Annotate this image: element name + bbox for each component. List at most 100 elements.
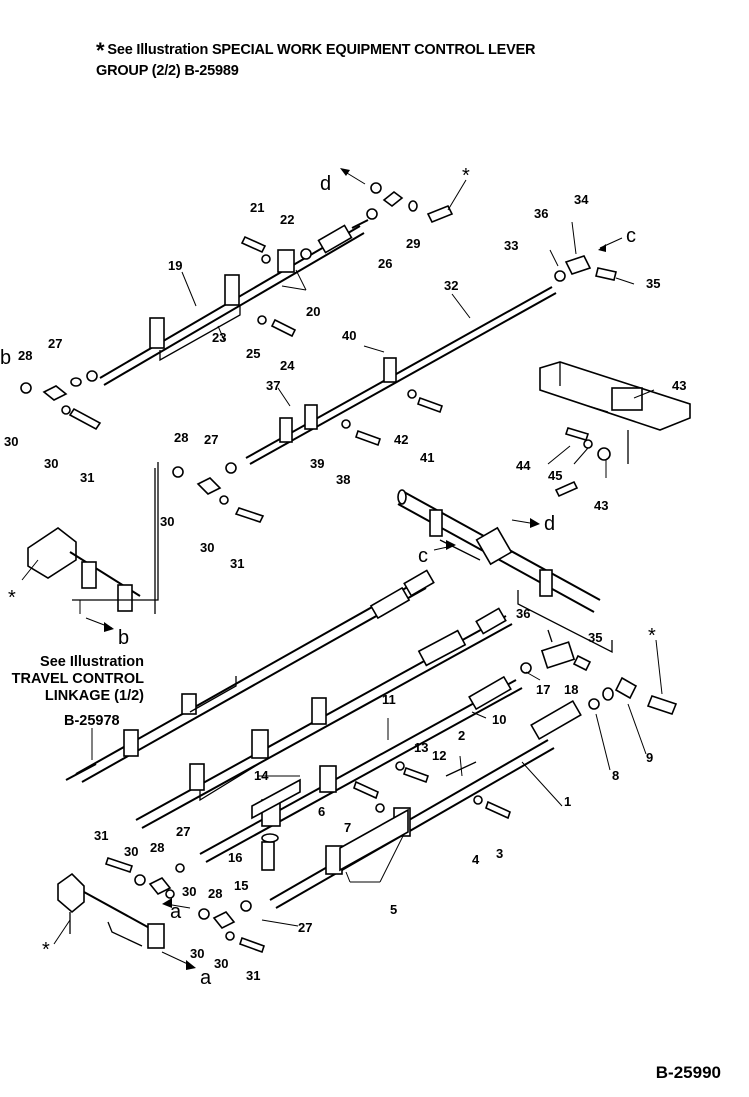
callout-19: 19	[168, 258, 182, 273]
callout-31-mid: 31	[230, 556, 244, 571]
ref-letter-c-top: c	[626, 225, 636, 247]
clamp-bracket	[149, 317, 165, 349]
long-rod-lower	[199, 662, 532, 863]
ref-letter-b-lower: b	[118, 627, 129, 649]
clamp-bracket	[224, 274, 240, 306]
callout-35: 35	[646, 276, 660, 291]
lower-fasteners	[261, 761, 511, 871]
ref-letter-d-top: d	[320, 173, 331, 195]
asterisk-top: *	[462, 165, 470, 187]
asterisk-right: *	[648, 625, 656, 647]
callout-7: 7	[344, 820, 351, 835]
callout-30: 30	[4, 434, 18, 449]
callout-30-mid2: 30	[200, 540, 214, 555]
callout-31-bottom: 31	[94, 828, 108, 843]
upper-clevis-parts	[340, 168, 467, 224]
callout-20: 20	[306, 304, 320, 319]
callout-9: 9	[646, 750, 653, 765]
callout-25: 25	[246, 346, 260, 361]
bottom-lever-bracket	[53, 872, 196, 970]
callout-36: 36	[534, 206, 548, 221]
reference-letters: d c b b d c a a	[0, 173, 636, 989]
long-rod-middle	[135, 607, 513, 829]
travel-rod-end	[65, 728, 97, 781]
asterisk-mark: *	[96, 38, 105, 63]
asterisk-left: *	[8, 587, 16, 609]
callout-18: 18	[564, 682, 578, 697]
header-line-1: See Illustration SPECIAL WORK EQUIPMENT …	[107, 42, 536, 58]
callout-27-bottom: 27	[176, 824, 190, 839]
callout-32: 32	[444, 278, 458, 293]
callout-30-left: 30	[44, 456, 58, 471]
callout-21: 21	[250, 200, 264, 215]
ref-letter-a-lower: a	[200, 967, 212, 989]
callout-43-lower: 43	[594, 498, 608, 513]
callout-26: 26	[378, 256, 392, 271]
callout-27-bottom2: 27	[298, 920, 312, 935]
callout-1: 1	[564, 794, 571, 809]
callout-27: 27	[48, 336, 62, 351]
callout-41: 41	[420, 450, 434, 465]
callout-24: 24	[280, 358, 295, 373]
callout-34: 34	[574, 192, 589, 207]
left-lever-bracket	[21, 462, 159, 632]
callout-39: 39	[310, 456, 324, 471]
callout-28-bottom2: 28	[208, 886, 222, 901]
upper-rod-assembly	[20, 219, 369, 431]
callout-30-bottom3: 30	[190, 946, 204, 961]
callout-30-mid: 30	[160, 514, 174, 529]
callout-30-bottom4: 30	[214, 956, 228, 971]
callout-37: 37	[266, 378, 280, 393]
header-note: *See Illustration SPECIAL WORK EQUIPMENT…	[96, 40, 616, 81]
travel-ref-number: B-25978	[64, 713, 120, 729]
callout-45: 45	[548, 468, 562, 483]
callout-28-bottom: 28	[150, 840, 164, 855]
callout-28: 28	[18, 348, 32, 363]
callout-33: 33	[504, 238, 518, 253]
asterisk-bottom: *	[42, 939, 50, 961]
callout-30-bottom2: 30	[182, 884, 196, 899]
callout-38: 38	[336, 472, 350, 487]
ref-letter-c-mid: c	[418, 545, 428, 567]
asterisk-marks: * * * *	[8, 165, 656, 961]
callout-leaders	[181, 221, 655, 927]
bracket-assembly	[539, 361, 691, 498]
callout-43-upper: 43	[672, 378, 686, 393]
bottom-clevis-parts	[104, 856, 266, 954]
ref-letter-a-upper: a	[170, 901, 182, 923]
callout-23: 23	[212, 330, 226, 345]
callout-12: 12	[432, 748, 446, 763]
callout-44: 44	[516, 458, 531, 473]
callout-42: 42	[394, 432, 408, 447]
link-block-parts	[517, 590, 613, 672]
callout-30-bottom: 30	[124, 844, 138, 859]
callout-29: 29	[406, 236, 420, 251]
callout-5: 5	[390, 902, 397, 917]
long-rod-bottom	[269, 639, 678, 909]
callout-8: 8	[612, 768, 619, 783]
callout-3: 3	[496, 846, 503, 861]
callout-36-lower: 36	[516, 606, 530, 621]
travel-ref-line-2: TRAVEL CONTROL	[11, 671, 144, 687]
callout-14: 14	[254, 768, 269, 783]
middle-rod-assembly	[172, 237, 623, 523]
callout-27-mid: 27	[204, 432, 218, 447]
callout-6: 6	[318, 804, 325, 819]
cross-shaft	[397, 489, 601, 613]
long-rod-upper	[75, 569, 435, 783]
callout-17: 17	[536, 682, 550, 697]
callout-31-bottom2: 31	[246, 968, 260, 983]
travel-linkage-reference: See Illustration TRAVEL CONTROL LINKAGE …	[4, 654, 144, 705]
header-line-2: GROUP (2/2) B-25989	[96, 63, 239, 79]
callout-28-mid: 28	[174, 430, 188, 445]
travel-ref-line-3: LINKAGE (1/2)	[44, 688, 144, 704]
callout-2: 2	[458, 728, 465, 743]
callout-31: 31	[80, 470, 94, 485]
travel-ref-line-1: See Illustration	[40, 654, 144, 670]
callout-13: 13	[414, 740, 428, 755]
callout-numbers: 1 2 3 4 5 6 7 8 9 10 11 12 13 14 15 16 1…	[4, 192, 686, 983]
ref-letter-d-mid: d	[544, 513, 555, 535]
callout-10: 10	[492, 712, 506, 727]
